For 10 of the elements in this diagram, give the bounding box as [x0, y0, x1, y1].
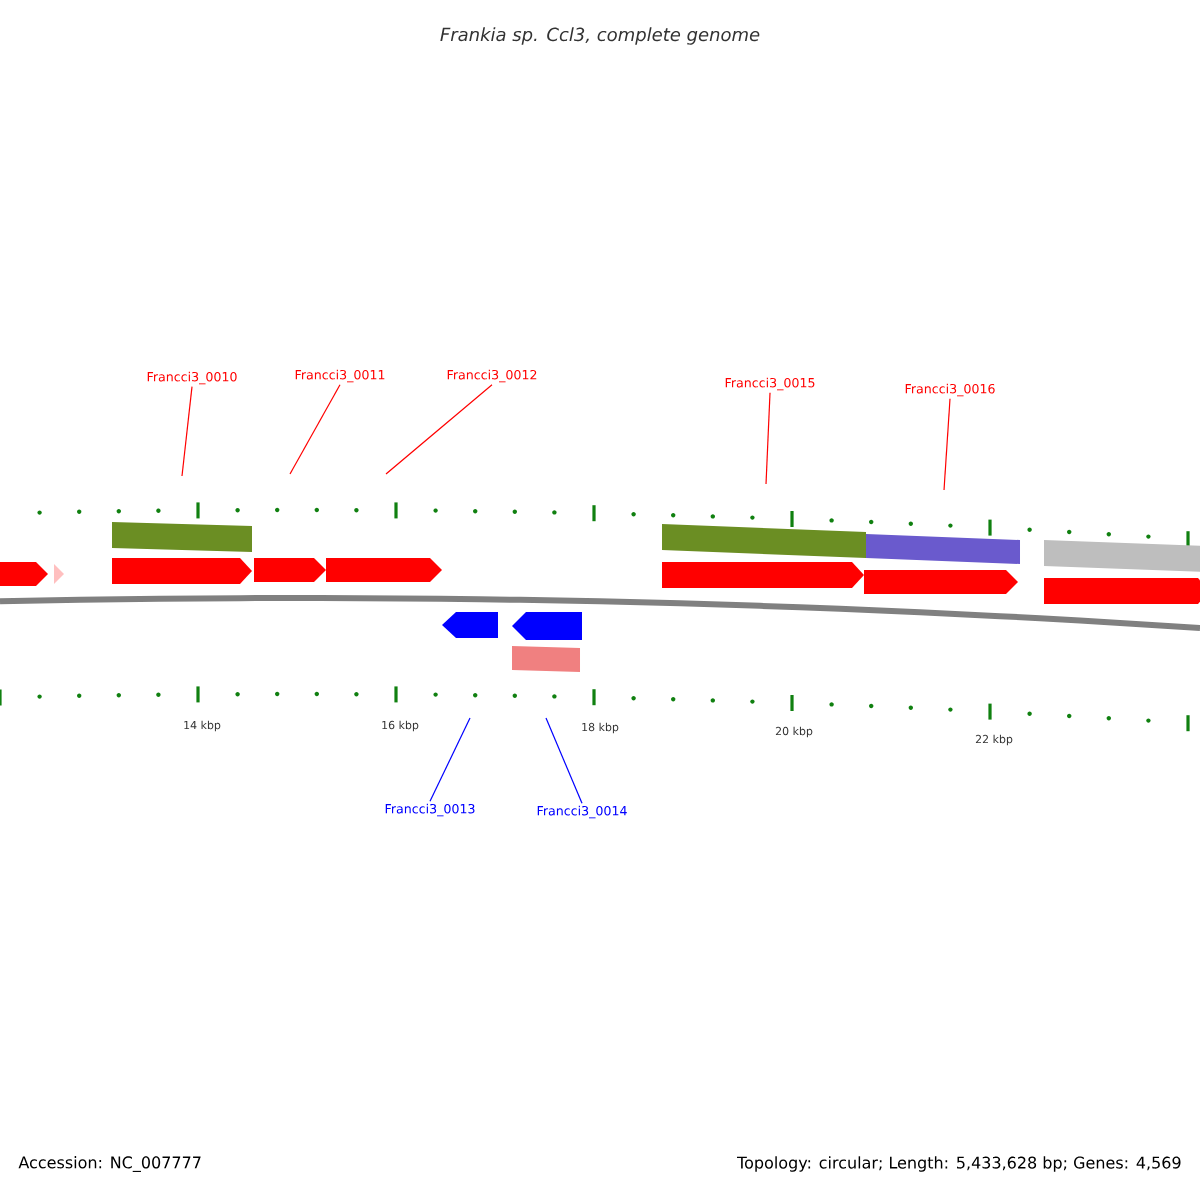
- accession-text: Accession: NC_007777: [18, 1156, 201, 1172]
- leader-line: [943, 398, 951, 491]
- genome-info-text: Topology: circular; Length: 5,433,628 bp; Genes: 4,569: [737, 1156, 1181, 1172]
- leader-line: [181, 386, 193, 477]
- leader-line: [385, 384, 493, 475]
- title: Frankia sp. Ccl3, complete genome: [440, 27, 760, 45]
- leader-line: [289, 384, 341, 475]
- leader-line: [545, 717, 583, 804]
- leader-line: [765, 392, 771, 485]
- leader-line: [429, 717, 471, 802]
